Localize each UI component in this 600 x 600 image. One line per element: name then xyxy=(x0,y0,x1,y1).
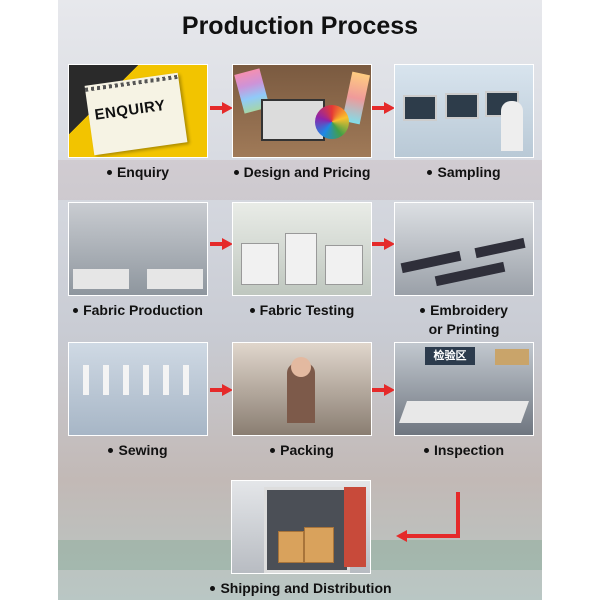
step-packing: Packing xyxy=(232,342,372,460)
step-enquiry: ENQUIRY Enquiry xyxy=(68,64,208,182)
right-arrow-icon xyxy=(210,238,234,250)
right-arrow-icon xyxy=(372,384,396,396)
bullet-icon xyxy=(106,169,112,175)
fabric-production-photo xyxy=(68,202,208,296)
right-arrow-icon xyxy=(210,102,234,114)
embroidery-printing-photo xyxy=(394,202,534,296)
step-shipping-distribution: Shipping and Distribution xyxy=(210,480,392,598)
right-arrow-icon xyxy=(210,384,234,396)
packing-photo xyxy=(232,342,372,436)
step-design-pricing: Design and Pricing xyxy=(232,64,372,182)
bullet-icon xyxy=(73,307,79,313)
step-fabric-testing: Fabric Testing xyxy=(232,202,372,320)
sewing-photo xyxy=(68,342,208,436)
inspection-area-sign: 检验区 xyxy=(425,347,475,365)
page-title: Production Process xyxy=(181,12,419,40)
enquiry-photo-text: ENQUIRY xyxy=(93,96,167,124)
step-label: Fabric Production xyxy=(58,301,218,320)
enquiry-notepad: ENQUIRY xyxy=(84,72,188,156)
elbow-arrow-icon xyxy=(396,492,460,542)
bullet-icon xyxy=(423,447,429,453)
fabric-testing-photo xyxy=(232,202,372,296)
bullet-icon xyxy=(270,447,276,453)
bullet-icon xyxy=(108,447,114,453)
bullet-icon xyxy=(210,585,216,591)
shipping-distribution-photo xyxy=(231,480,371,574)
step-label: Enquiry xyxy=(58,163,218,182)
step-sewing: Sewing xyxy=(68,342,208,460)
step-sampling: Sampling xyxy=(394,64,534,182)
step-label: Sewing xyxy=(58,441,218,460)
step-label: Sampling xyxy=(384,163,544,182)
bullet-icon xyxy=(249,307,255,313)
step-embroidery-printing: Embroidery or Printing xyxy=(394,202,534,339)
right-arrow-icon xyxy=(372,102,396,114)
sampling-photo xyxy=(394,64,534,158)
step-label: Shipping and Distribution xyxy=(191,579,411,598)
step-label: Packing xyxy=(222,441,382,460)
enquiry-photo: ENQUIRY xyxy=(68,64,208,158)
inspection-photo: 检验区 xyxy=(394,342,534,436)
design-pricing-photo xyxy=(232,64,372,158)
bullet-icon xyxy=(233,169,239,175)
right-arrow-icon xyxy=(372,238,396,250)
step-label: Inspection xyxy=(384,441,544,460)
step-label: Design and Pricing xyxy=(222,163,382,182)
step-inspection: 检验区 Inspection xyxy=(394,342,534,460)
bullet-icon xyxy=(427,169,433,175)
bullet-icon xyxy=(420,307,426,313)
step-label: Fabric Testing xyxy=(222,301,382,320)
step-fabric-production: Fabric Production xyxy=(68,202,208,320)
step-label: Embroidery or Printing xyxy=(384,301,544,339)
